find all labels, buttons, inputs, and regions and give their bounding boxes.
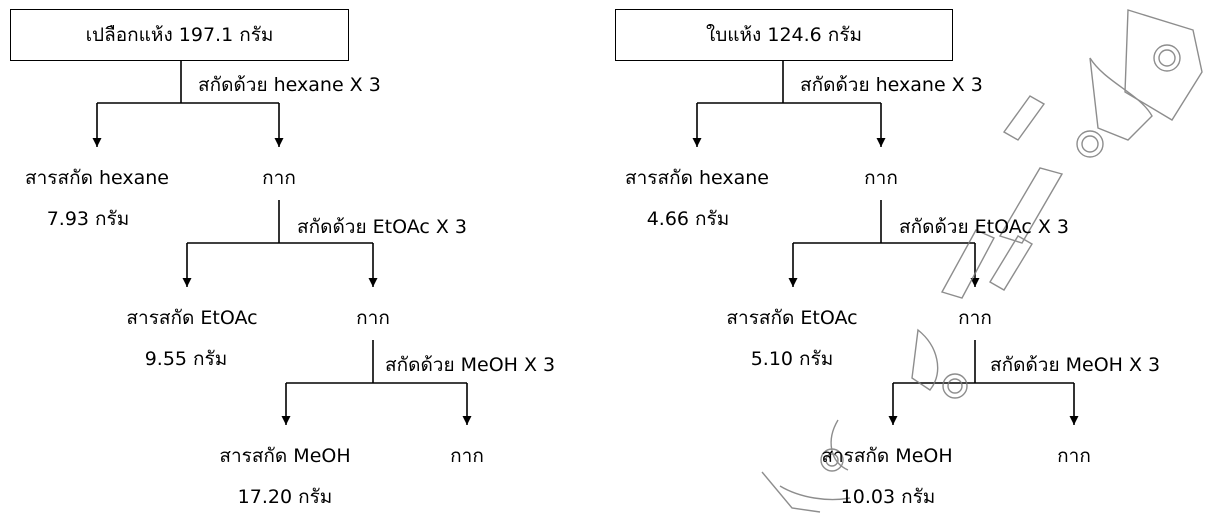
left-step1-label: สกัดด้วย hexane X 3 — [198, 76, 381, 95]
right-residue-1: กาก — [864, 169, 898, 188]
right-hexane-extract: สารสกัด hexane — [625, 169, 769, 188]
left-residue-1: กาก — [262, 169, 296, 188]
left-residue-3: กาก — [450, 447, 484, 466]
right-start-label: ใบแห้ง 124.6 กรัม — [706, 20, 862, 50]
right-etoac-mass: 5.10 กรัม — [751, 350, 834, 369]
right-meoh-mass: 10.03 กรัม — [841, 488, 936, 507]
right-etoac-extract: สารสกัด EtOAc — [726, 309, 857, 328]
left-residue-2: กาก — [356, 309, 390, 328]
left-step2-label: สกัดด้วย EtOAc X 3 — [297, 218, 467, 237]
left-start-label: เปลือกแห้ง 197.1 กรัม — [86, 20, 274, 50]
left-meoh-mass: 17.20 กรัม — [238, 488, 333, 507]
left-meoh-extract: สารสกัด MeOH — [219, 447, 350, 466]
right-residue-3: กาก — [1057, 447, 1091, 466]
right-hexane-mass: 4.66 กรัม — [647, 210, 730, 229]
left-hexane-mass: 7.93 กรัม — [47, 210, 130, 229]
right-step1-label: สกัดด้วย hexane X 3 — [800, 76, 983, 95]
left-step3-label: สกัดด้วย MeOH X 3 — [385, 356, 555, 375]
left-hexane-extract: สารสกัด hexane — [25, 169, 169, 188]
right-residue-2: กาก — [958, 309, 992, 328]
right-start-box: ใบแห้ง 124.6 กรัม — [615, 9, 953, 61]
right-step2-label: สกัดด้วย EtOAc X 3 — [899, 218, 1069, 237]
left-etoac-mass: 9.55 กรัม — [145, 350, 228, 369]
right-step3-label: สกัดด้วย MeOH X 3 — [990, 356, 1160, 375]
right-meoh-extract: สารสกัด MeOH — [821, 447, 952, 466]
left-start-box: เปลือกแห้ง 197.1 กรัม — [10, 9, 349, 61]
left-etoac-extract: สารสกัด EtOAc — [126, 309, 257, 328]
